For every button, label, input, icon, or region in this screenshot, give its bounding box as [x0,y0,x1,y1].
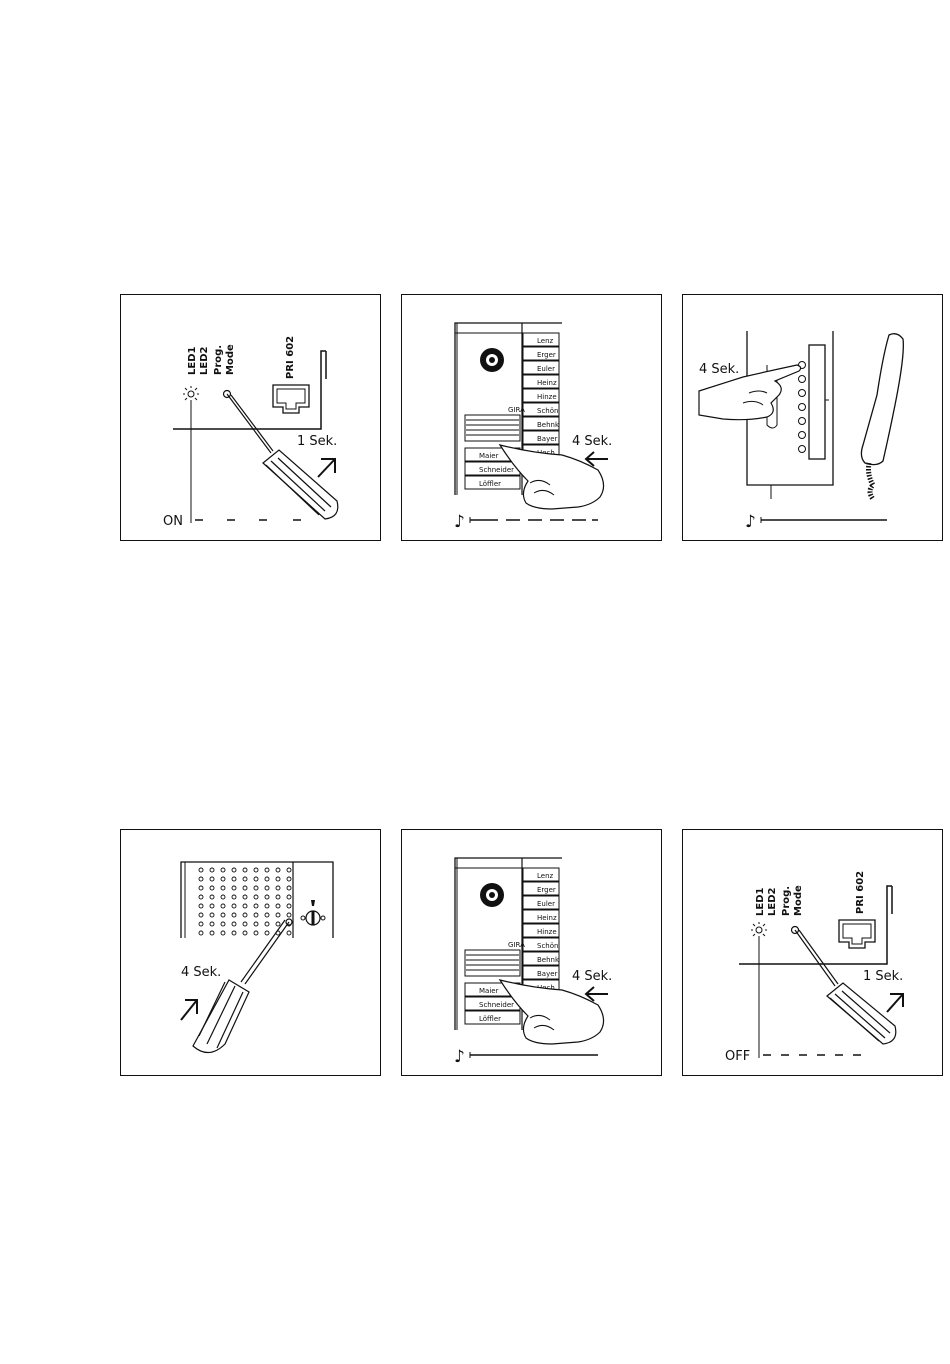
name-button-3: Euler [537,365,555,373]
name-buttons-right: Lenz Erger Euler Heinz Hinze Schön Behnk… [523,868,560,993]
press-arrow-icon [887,994,903,1012]
name-button-4: Heinz [537,379,557,387]
duration-label: 1 Sek. [863,969,903,984]
left-name-button-3: Löffler [479,1015,501,1023]
press-arrow-icon [586,452,608,466]
screwdriver-icon [193,919,292,1053]
memory-buttons [799,362,806,453]
speaker-grille-icon [465,415,520,441]
duration-label: 4 Sek. [572,434,612,449]
hand-pointing-icon [500,980,604,1044]
left-name-button-1: Maier [479,452,499,460]
step-6-panel: LED1 LED2 Prog. Mode PRI 602 1 Sek. [682,829,943,1076]
led1-label: LED1 [187,346,198,375]
hand-pointing-icon [500,445,604,509]
left-name-button-3: Löffler [479,480,501,488]
step-2-panel: GIRA Lenz Erger Euler Heinz Hinze Schön … [401,294,662,541]
duration-label: 1 Sek. [297,434,337,449]
led2-label: LED2 [767,887,778,916]
name-button-7: Behnk [537,956,560,964]
duration-label: 4 Sek. [699,362,739,377]
led-blink-icon [183,386,199,402]
led2-label: LED2 [199,346,210,375]
step-5-panel: GIRA Lenz Erger Euler Heinz Hinze Schön … [401,829,662,1076]
left-name-button-2: Schneider [479,466,514,474]
name-button-7: Behnk [537,421,560,429]
volume-knob-icon [301,900,325,925]
name-button-4: Heinz [537,914,557,922]
name-button-5: Hinze [537,928,557,936]
tone-note-icon: ♪ [745,512,756,532]
name-button-2: Erger [537,886,556,894]
step-6-illustration: LED1 LED2 Prog. Mode PRI 602 1 Sek. [683,830,943,1076]
model-label: PRI 602 [285,336,296,379]
camera-lens-icon [480,883,504,907]
step-3-panel: 4 Sek. ♪ [682,294,943,541]
name-buttons-right: Lenz Erger Euler Heinz Hinze Schön Behnk… [523,333,560,458]
left-name-button-2: Schneider [479,1001,514,1009]
led-state-label: OFF [725,1049,750,1064]
screwdriver-icon [795,930,896,1044]
camera-lens-icon [480,348,504,372]
key-strip [809,345,825,459]
press-arrow-icon [318,459,335,477]
mode-label: Mode [793,885,804,916]
press-arrow-icon [181,1000,197,1020]
name-button-1: Lenz [537,337,554,345]
name-button-8: Bayer [537,435,558,443]
model-label: PRI 602 [855,871,866,914]
led1-label: LED1 [755,887,766,916]
name-button-3: Euler [537,900,555,908]
tone-note-icon: ♪ [454,512,465,532]
name-button-5: Hinze [537,393,557,401]
step-1-illustration: LED1 LED2 Prog. Mode PRI 602 1 Sek. [121,295,381,541]
step-4-panel: 4 Sek. [120,829,381,1076]
name-button-6: Schön [537,942,558,950]
duration-label: 4 Sek. [572,969,612,984]
name-button-1: Lenz [537,872,554,880]
step-2-illustration: GIRA Lenz Erger Euler Heinz Hinze Schön … [402,295,662,541]
duration-label: 4 Sek. [181,965,221,980]
step-3-illustration: 4 Sek. ♪ [683,295,943,541]
speaker-grille-icon [465,950,520,976]
tone-note-icon: ♪ [454,1047,465,1067]
speaker-grille-icon [199,868,291,935]
name-button-2: Erger [537,351,556,359]
handset-icon [861,334,903,465]
name-button-8: Bayer [537,970,558,978]
press-arrow-icon [586,987,608,1001]
left-name-button-1: Maier [479,987,499,995]
led-state-label: ON [163,514,183,529]
step-1-panel: LED1 LED2 Prog. Mode PRI 602 1 Sek. [120,294,381,541]
step-5-illustration: GIRA Lenz Erger Euler Heinz Hinze Schön … [402,830,662,1076]
step-4-illustration: 4 Sek. [121,830,381,1076]
mode-label: Mode [225,344,236,375]
prog-label: Prog. [781,886,792,916]
name-button-6: Schön [537,407,558,415]
led-blink-icon [751,922,767,938]
prog-label: Prog. [213,345,224,375]
